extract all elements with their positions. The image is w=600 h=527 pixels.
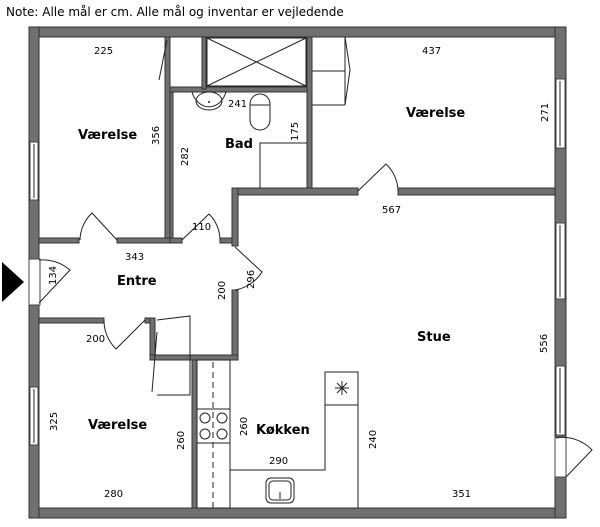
dim-437: 437 [422, 46, 441, 57]
terrace-door[interactable] [554, 436, 593, 478]
plan-note: Note: Alle mål er cm. Alle mål og invent… [6, 5, 344, 19]
interior-walls [38, 36, 556, 509]
dim-343: 343 [125, 252, 144, 263]
dim-225: 225 [94, 46, 113, 57]
dim-325: 325 [49, 412, 60, 431]
room-label-vaerelse-2: Værelse [406, 106, 465, 121]
interior-doors [79, 163, 399, 350]
dim-296: 296 [246, 270, 257, 289]
dim-567: 567 [382, 205, 401, 216]
entrance-arrow-icon [2, 262, 24, 302]
dim-271: 271 [540, 103, 551, 122]
dim-240: 240 [368, 430, 379, 449]
dim-356: 356 [151, 126, 162, 145]
washbasin-icon [191, 91, 227, 111]
room-label-stue: Stue [417, 330, 451, 345]
dim-200-b: 200 [217, 281, 228, 300]
kitchen-counter [196, 359, 359, 509]
room-label-bad: Bad [225, 137, 253, 152]
outer-walls [28, 26, 567, 519]
dim-134: 134 [48, 266, 59, 285]
dim-282: 282 [180, 147, 191, 166]
room-label-vaerelse-1: Værelse [78, 128, 137, 143]
dim-260-a: 260 [176, 431, 187, 450]
dim-200-a: 200 [86, 334, 105, 345]
dim-556: 556 [539, 334, 550, 353]
dim-175: 175 [290, 122, 301, 141]
fan-icon [335, 381, 349, 395]
kitchen-sink-icon [265, 477, 295, 504]
dim-110: 110 [192, 222, 211, 233]
dim-351: 351 [452, 489, 471, 500]
entrance-door[interactable] [28, 258, 71, 306]
room-label-vaerelse-3: Værelse [88, 418, 147, 433]
room-label-kokken: Køkken [256, 423, 310, 438]
dim-241: 241 [228, 99, 247, 110]
dim-260-b: 260 [239, 417, 250, 436]
dim-290: 290 [269, 456, 288, 467]
bath-cabinet [259, 142, 307, 188]
dim-280: 280 [104, 489, 123, 500]
stove-icon [199, 412, 228, 440]
toilet-icon [249, 93, 271, 131]
windows [29, 78, 566, 446]
shower [206, 37, 307, 87]
closets [151, 36, 351, 396]
room-label-entre: Entre [117, 274, 157, 289]
